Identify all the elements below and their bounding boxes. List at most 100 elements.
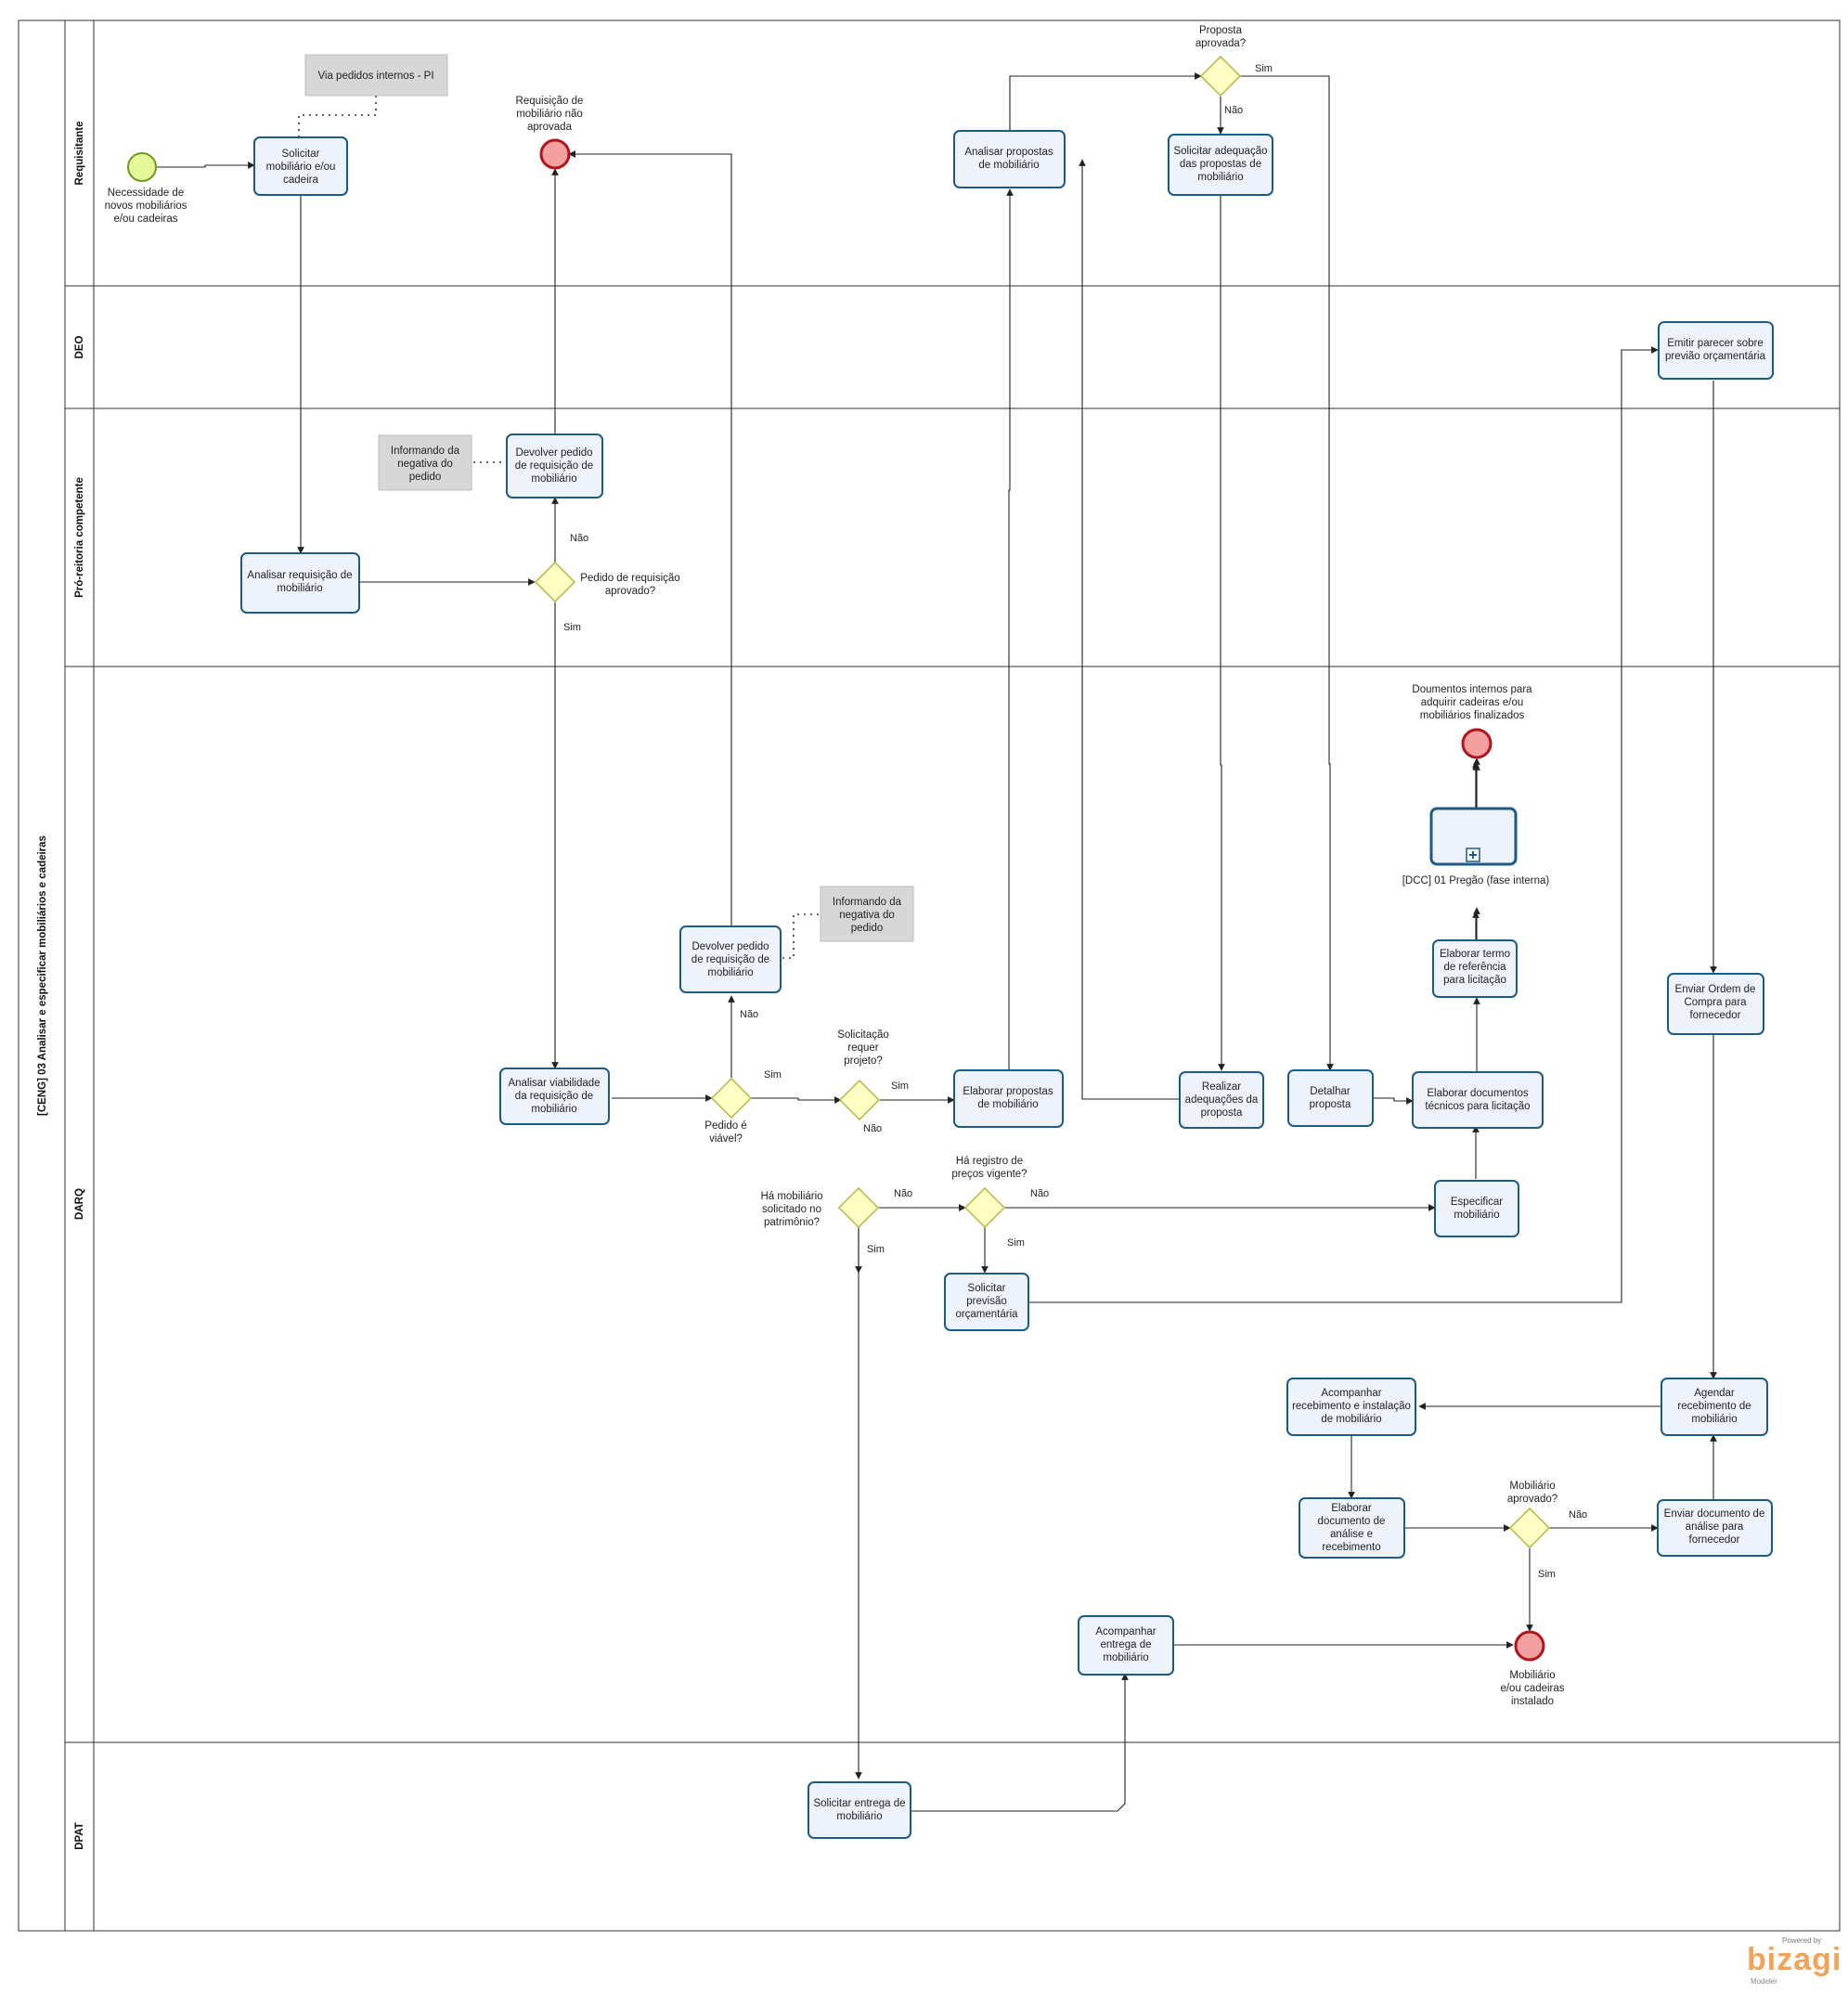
bizagi-watermark: Powered by bizagi Modeler: [1747, 1936, 1841, 1986]
lane-label-deo: DEO: [74, 335, 85, 358]
plus-icon: [1469, 851, 1477, 859]
flow: [1240, 75, 1334, 1071]
flow-label-nao: Não: [1569, 1509, 1587, 1521]
flow: [1009, 72, 1202, 147]
sequence-flows: [157, 72, 1717, 1812]
subprocess-pregao[interactable]: [DCC] 01 Pregão (fase interna): [1402, 807, 1550, 887]
flow-labels: Não Sim Sim Não Não Sim Sim Não Não Sim …: [563, 63, 1587, 1580]
flow: [568, 150, 732, 958]
flow-label-sim: Sim: [563, 622, 581, 633]
flow: [1374, 1097, 1414, 1105]
modeler-label: Modeler: [1751, 1977, 1777, 1986]
pool-title: [CENG] 03 Analisar e especificar mobiliá…: [37, 835, 48, 1116]
lane-pro-reitoria: Pró-reitoria competente: [65, 477, 1840, 667]
subprocess-label: [DCC] 01 Pregão (fase interna): [1402, 875, 1550, 887]
flow-label-nao: Não: [1030, 1188, 1049, 1199]
lane-deo: DEO: [65, 335, 1840, 409]
flow: [1006, 188, 1014, 1070]
lane-label-darq: DARQ: [74, 1188, 85, 1220]
flow: [1028, 346, 1659, 1303]
flow-label-sim: Sim: [1538, 1569, 1556, 1580]
lane-requisitante: Requisitante: [65, 121, 1840, 287]
flow-label-nao: Não: [894, 1188, 912, 1199]
lane-label-dpat: DPAT: [74, 1822, 85, 1850]
flow-label-nao: Não: [863, 1123, 882, 1134]
lane-label-pro-reitoria: Pró-reitoria competente: [74, 477, 85, 598]
lane-dpat: DPAT: [74, 1822, 85, 1850]
flow-label-sim: Sim: [764, 1069, 782, 1081]
flow-label-sim: Sim: [891, 1081, 909, 1092]
flow: [1079, 159, 1179, 1100]
lane-label-requisitante: Requisitante: [74, 121, 85, 185]
svg-text:Via pedidos internos - PI: Via pedidos internos - PI: [317, 71, 433, 82]
flow: [911, 1673, 1129, 1812]
flow-label-sim: Sim: [867, 1244, 885, 1255]
flow-label-sim: Sim: [1255, 63, 1273, 74]
powered-by-label: Powered by: [1782, 1936, 1822, 1945]
annotation-via-pedidos: Via pedidos internos - PI: [304, 54, 448, 97]
flow: [157, 162, 255, 169]
